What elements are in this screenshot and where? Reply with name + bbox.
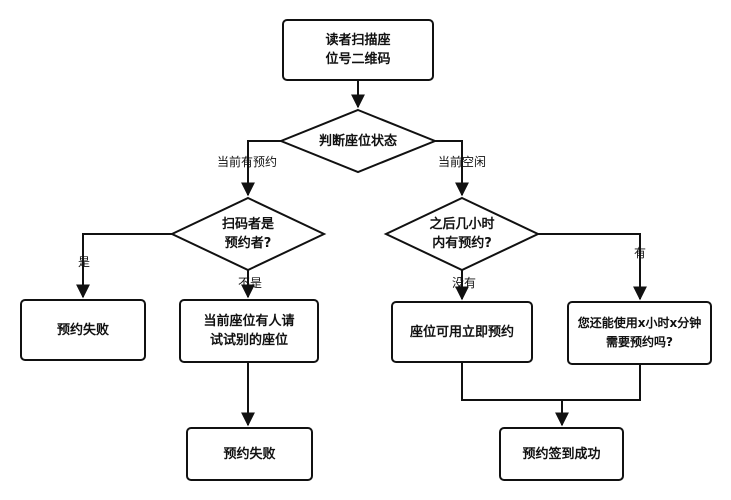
success-box [499,427,624,481]
fail-bottom-label: 预约失败 [223,446,276,462]
please-try-other-label: 当前座位有人请 试试别的座位 [203,314,295,348]
success-label: 预约签到成功 [522,446,601,462]
edge-label-yes: 是 [78,255,91,269]
judge-status-label: 判断座位状态 [318,133,397,149]
edge-label-none: 没有 [452,276,477,290]
edge-label-has-reservation: 当前有预约 [217,155,278,169]
still-need-label: 您还能使用x小时x分钟 需要预约吗? [577,316,702,349]
fail-left-label: 预约失败 [56,322,109,338]
fail-bottom-box [186,427,313,481]
judge-status-diamond [278,108,438,174]
fail-left-box [20,299,146,361]
scan-label: 读者扫描座 位号二维码 [325,33,391,67]
edge-judge-reserver [241,140,281,197]
edge-label-have: 有 [634,246,647,260]
is-reserver-label: 扫码者是 预约者? [221,217,274,251]
edge-label-no: 不是 [238,276,263,290]
edge-available-merge [461,362,641,401]
edge-judge-later [435,140,469,197]
edge-later-have [538,233,647,301]
reserved-later-label: 之后几小时 内有预约? [429,217,495,251]
edge-reserver-yes [76,233,172,299]
seat-available-label: 座位可用立即预约 [409,324,514,340]
edge-label-idle: 当前空闲 [438,155,487,169]
